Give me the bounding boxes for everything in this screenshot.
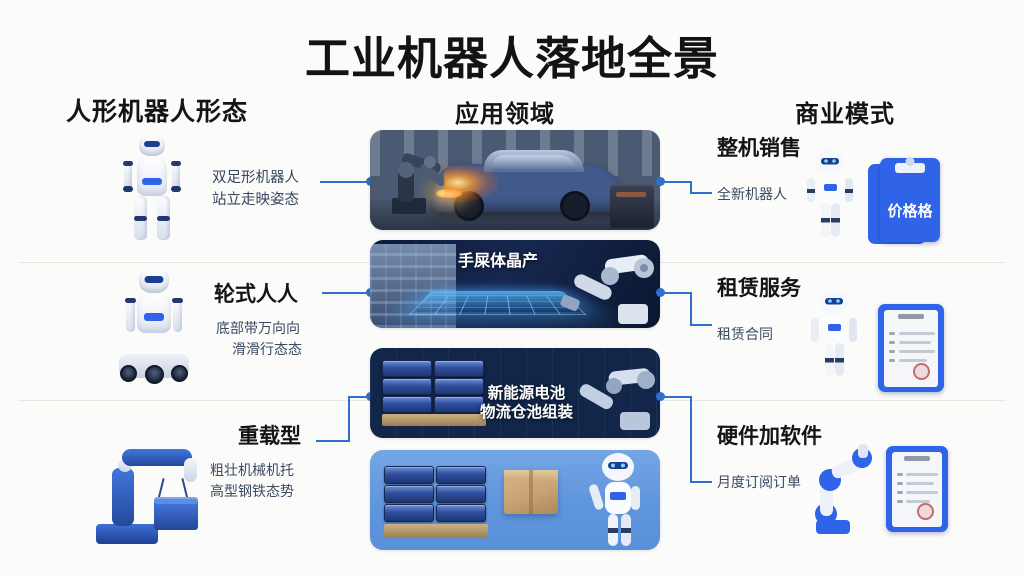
left-item-3-title: 重载型: [238, 425, 301, 448]
panel-3-label-line2: 物流仓池组装: [480, 404, 574, 422]
connector-right-3c: [690, 481, 712, 483]
right-item-3: 硬件加软件 月度订阅订单: [717, 420, 822, 492]
contract-clipboard-icon-software: [886, 446, 948, 532]
left-item-1-line1: 双足形机器人: [212, 170, 299, 186]
cardboard-box: [504, 470, 558, 514]
assembly-cobot-icon: [564, 352, 656, 434]
column-header-left: 人形机器人形态: [66, 98, 249, 126]
panel-new-energy-battery[interactable]: 新能源电池 物流仓池组装: [370, 348, 660, 438]
contract-clipboard-icon-leasing: [878, 304, 944, 392]
connector-left-1: [320, 181, 372, 183]
humanoid-robot-icon: [578, 452, 652, 548]
panel-2-label: 手屎体晶产: [458, 253, 539, 270]
connector-right-3b: [690, 396, 692, 482]
right-item-1-sub: 全新机器人: [717, 186, 787, 202]
left-item-2: 轮式人人 底部带万向向 滑滑行态态: [214, 282, 302, 360]
circuit-board-graphic: [370, 244, 456, 328]
car-body: [432, 150, 622, 221]
column-header-right: 商业模式: [795, 101, 895, 128]
column-header-middle: 应用领域: [455, 101, 555, 128]
connector-right-2b: [690, 292, 692, 325]
connector-left-3c: [348, 396, 372, 398]
connector-right-1c: [690, 192, 712, 194]
right-item-3-title: 硬件加软件: [717, 425, 822, 448]
connector-left-3b: [348, 396, 350, 442]
page-title: 工业机器人落地全景: [304, 33, 719, 84]
connector-left-3a: [316, 440, 350, 442]
panel-semiconductor[interactable]: 手屎体晶产: [370, 240, 660, 328]
connector-right-2c: [690, 324, 712, 326]
connector-left-2c: [346, 292, 372, 294]
humanoid-robot-icon-leasing: [805, 288, 863, 378]
connector-right-1a: [660, 181, 692, 183]
panel-3-label-line1: 新能源电池: [487, 385, 566, 402]
heavy-duty-robot-arm-icon: [78, 404, 218, 544]
logistics-crate-stack: [384, 466, 488, 538]
humanoid-robot-icon-sales: [800, 148, 860, 240]
left-item-2-title: 轮式人人: [214, 283, 298, 306]
left-item-2-line1: 底部带万向向: [216, 320, 300, 337]
clipboard-price-text: 价格格: [887, 203, 933, 220]
left-item-3: 重载型 粗壮机械机托 高型钢铁态势: [210, 424, 301, 502]
connector-right-1b: [690, 181, 692, 193]
panel-logistics[interactable]: [370, 450, 660, 550]
price-clipboard-icon: 价格格: [868, 158, 942, 244]
left-item-3-line2: 高型钢铁态势: [210, 483, 294, 500]
cobot-arm-icon: [548, 242, 654, 328]
left-item-1: 双足形机器人 站立走映姿态: [212, 168, 299, 212]
panel-3-label: 新能源电池 物流仓池组装: [480, 384, 573, 423]
panel-automotive-welding[interactable]: [370, 130, 660, 230]
right-item-1-title: 整机销售: [717, 137, 801, 160]
welding-sparks: [444, 166, 498, 202]
left-item-3-line1: 粗壮机械机托: [210, 462, 294, 479]
right-item-3-sub: 月度订阅订单: [717, 474, 801, 490]
connector-right-2a: [660, 292, 692, 294]
welding-machine: [610, 184, 654, 228]
left-item-1-line2: 站立走映姿态: [212, 191, 299, 208]
right-item-2-sub: 租赁合同: [717, 326, 773, 342]
wheeled-humanoid-robot-icon: [112, 268, 196, 384]
left-item-2-line2: 滑滑行态态: [232, 341, 302, 358]
biped-humanoid-robot-icon: [118, 134, 186, 242]
robot-arm-icon-software: [806, 440, 876, 536]
connector-left-2a: [322, 292, 348, 294]
battery-crate-stack: [382, 360, 486, 426]
right-item-2: 租赁服务 租赁合同: [717, 272, 801, 344]
right-item-1: 整机销售 全新机器人: [717, 132, 801, 204]
right-item-2-title: 租赁服务: [717, 277, 801, 300]
welding-robot-arm-icon: [378, 140, 456, 218]
connector-right-3a: [660, 396, 692, 398]
